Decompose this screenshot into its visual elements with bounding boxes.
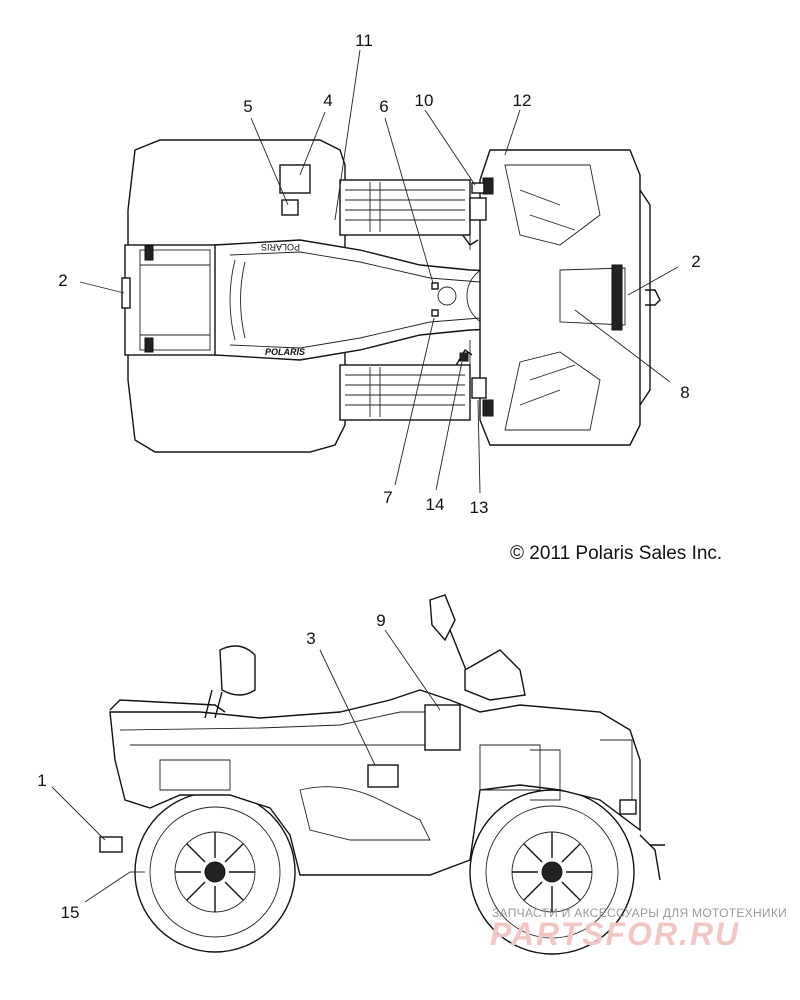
- rear-decal: [121, 277, 131, 309]
- callout-12: 12: [513, 91, 532, 110]
- callout-7: 7: [383, 488, 392, 507]
- decal-9: [424, 704, 461, 751]
- callout-3: 3: [306, 629, 315, 648]
- callout-4: 4: [323, 91, 332, 110]
- callout-15: 15: [61, 903, 80, 922]
- atv-side-view: [99, 594, 665, 955]
- callout-5: 5: [243, 97, 252, 116]
- callout-13: 13: [470, 498, 489, 517]
- watermark-tagline: ЗАПЧАСТИ И АКСЕССУАРЫ ДЛЯ МОТОТЕХНИКИ: [492, 906, 788, 920]
- watermark-brand: PARTSFOR.RU: [490, 916, 741, 952]
- decal-4: [279, 164, 311, 194]
- callout-8: 8: [680, 383, 689, 402]
- logo-top: POLARIS: [261, 242, 300, 252]
- decal-10: [471, 182, 485, 194]
- callout-2-rear: 2: [58, 271, 67, 290]
- callout-2-front: 2: [691, 252, 700, 271]
- callout-14: 14: [426, 495, 445, 514]
- decal-14: [459, 352, 469, 362]
- leaders-top: [79, 49, 679, 494]
- decal-1: [99, 836, 123, 853]
- atv-top-view: POLARIS POLARIS: [121, 139, 661, 453]
- callout-10: 10: [415, 91, 434, 110]
- decal-11b: [469, 197, 487, 221]
- right-footboard: [339, 364, 471, 421]
- decal-6: [431, 282, 439, 290]
- callout-6: 6: [379, 97, 388, 116]
- backrest: [219, 645, 256, 696]
- callout-1: 1: [37, 771, 46, 790]
- rear-rack: [124, 244, 221, 356]
- callout-9: 9: [376, 611, 385, 630]
- callout-numbers: 1 2 2 3 4 5 6 7 8 9 10 11 12 13 14 15: [37, 31, 700, 922]
- decal-7: [431, 309, 439, 317]
- decal-13: [471, 377, 487, 399]
- decal-3: [367, 764, 399, 788]
- callout-11: 11: [355, 31, 373, 50]
- logo-bottom: POLARIS: [265, 347, 305, 357]
- decal-5: [281, 199, 299, 216]
- leaders-side: [51, 629, 441, 903]
- copyright-text: © 2011 Polaris Sales Inc.: [510, 543, 723, 564]
